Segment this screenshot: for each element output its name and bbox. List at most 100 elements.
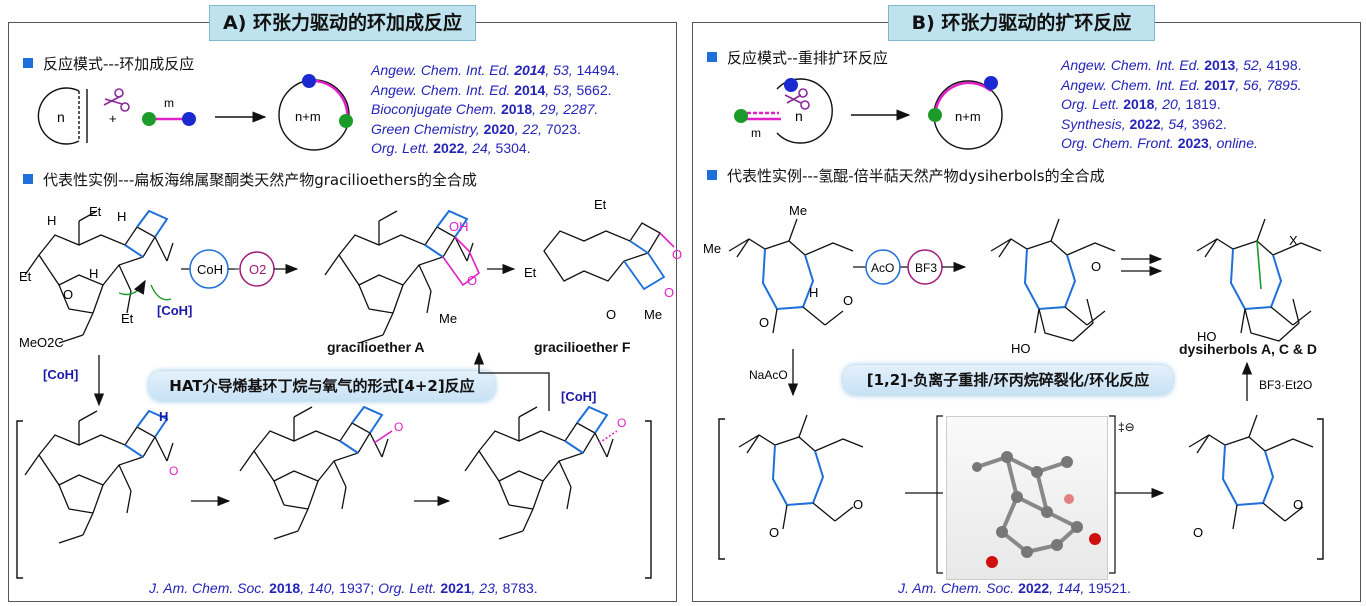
reagent-naaco: NaAcO xyxy=(749,368,788,382)
label-meo2c: MeO2C xyxy=(19,335,64,350)
label-o: O xyxy=(672,247,682,262)
panel-b-bullet-example: 代表性实例---氢醌-倍半萜天然产物dysiherbols的全合成 xyxy=(707,165,1105,186)
label-et: Et xyxy=(19,269,32,284)
label-m: m xyxy=(164,96,174,110)
label-o: O xyxy=(63,287,73,302)
blue-atom xyxy=(182,112,196,126)
reference-item: Angew. Chem. Int. Ed. 2013, 52, 4198. xyxy=(1061,57,1302,73)
bullet-square-icon xyxy=(23,58,33,68)
compound-dysiherbols: dysiherbols A, C & D xyxy=(1179,341,1317,357)
molecule-skeleton-b xyxy=(728,218,854,334)
transition-state-3d-model xyxy=(946,416,1108,580)
reagent-coh-bracket: [CoH] xyxy=(43,367,78,382)
panel-b-citation: J. Am. Chem. Soc. 2022, 144, 19521. xyxy=(898,580,1131,596)
label-o: O xyxy=(169,464,178,478)
bracket-right xyxy=(645,420,652,579)
gracilioether-f-structure: O O O Me Et Et xyxy=(524,197,682,322)
panel-b-title: B) 环张力驱动的扩环反应 xyxy=(888,5,1155,41)
panel-a-reaction-pill: HAT介导烯基环丁烷与氧气的形式[4+2]反应 xyxy=(149,371,495,401)
panel-b-reaction-pill: [1,2]-负离子重排/环丙烷碎裂化/环化反应 xyxy=(843,365,1173,395)
reference-item: Angew. Chem. Int. Ed. 2014, 53, 5662. xyxy=(371,81,612,98)
label-m: m xyxy=(751,126,761,140)
dysiherbols-structure: X HO xyxy=(1196,218,1322,344)
reference-item: Synthesis, 2022, 54, 3962. xyxy=(1061,115,1227,132)
intermediate-1: H O xyxy=(24,409,178,544)
label-o: O xyxy=(467,273,477,288)
label-h: H xyxy=(117,209,126,224)
green-atom xyxy=(928,108,942,122)
compound-gracilioether-a: gracilioether A xyxy=(327,339,425,355)
reference-item: Org. Lett. 2022, 24, 5304. xyxy=(371,140,531,156)
panel-b: B) 环张力驱动的扩环反应 反应模式--重排扩环反应 代表性实例---氢醌-倍半… xyxy=(692,5,1361,602)
label-et: Et xyxy=(524,265,537,280)
label-o: O xyxy=(1293,497,1303,512)
label-h: H xyxy=(159,409,168,424)
label-x: X xyxy=(1289,233,1298,248)
blue-atom xyxy=(302,74,316,88)
reference-item: Org. Chem. Front. 2023, online. xyxy=(1061,135,1258,151)
molecule-skeleton xyxy=(24,209,174,344)
bracket-right xyxy=(1317,418,1324,560)
panel-a-drawing: n + m n+m [CoH] Et Et H H H O Et MeO2C xyxy=(16,74,682,579)
bullet-square-icon xyxy=(707,170,717,180)
bullet-square-icon xyxy=(23,174,33,184)
label-ho: HO xyxy=(1197,329,1217,344)
panel-a-references: Angew. Chem. Int. Ed. 2014, 53, 14494. A… xyxy=(371,61,619,159)
label-transition-state: ‡⊖ xyxy=(1118,420,1135,434)
oxygen-atom xyxy=(986,556,998,568)
reagent-bf3: BF3 xyxy=(915,261,937,275)
label-o: O xyxy=(1091,259,1101,274)
bracket-left xyxy=(718,418,725,560)
label-h: H xyxy=(809,285,818,300)
intermediate-3: O xyxy=(464,406,626,540)
green-atom xyxy=(734,109,748,123)
oxygen-atom xyxy=(1089,533,1101,545)
bracket-left xyxy=(16,420,23,579)
panel-b-bullet-mode: 反应模式--重排扩环反应 xyxy=(707,47,888,68)
label-n: n xyxy=(57,109,65,125)
compound-gracilioether-f: gracilioether F xyxy=(534,339,631,355)
ring-n xyxy=(776,78,833,144)
label-h: H xyxy=(47,213,56,228)
intermediate-2: O xyxy=(239,406,403,540)
blue-atom xyxy=(784,78,798,92)
green-atom xyxy=(339,114,353,128)
label-nm: n+m xyxy=(295,109,321,124)
panel-a: A) 环张力驱动的环加成反应 反应模式---环加成反应 代表性实例---扁板海绵… xyxy=(8,5,682,602)
intermediate-aryl: O HO xyxy=(990,218,1116,356)
label-ho: HO xyxy=(1011,341,1031,356)
panel-a-title: A) 环张力驱动的环加成反应 xyxy=(209,5,476,41)
label-o: O xyxy=(617,416,626,430)
label-me: Me xyxy=(644,307,662,322)
electron-arrows xyxy=(118,279,172,301)
label-et: Et xyxy=(594,197,607,212)
label-me: Me xyxy=(703,241,721,256)
reference-item: Org. Lett. 2018, 20, 1819. xyxy=(1061,96,1221,112)
green-atom xyxy=(142,112,156,126)
reference-item: Angew. Chem. Int. Ed. 2017, 56, 7895. xyxy=(1061,76,1302,93)
reagent-aco-circle xyxy=(865,249,901,285)
label-plus: + xyxy=(109,111,117,126)
reagent-coh: CoH xyxy=(197,262,223,277)
label-o: O xyxy=(394,420,403,434)
reagent-o2: O2 xyxy=(249,262,266,277)
label-oh: OH xyxy=(449,219,469,234)
panel-a-bullet-example: 代表性实例---扁板海绵属聚酮类天然产物gracilioethers的全合成 xyxy=(23,169,477,190)
anion-intermediate-2: O O xyxy=(1188,414,1314,540)
panel-b-references: Angew. Chem. Int. Ed. 2013, 52, 4198. An… xyxy=(1061,56,1302,154)
panel-b-drawing: n m n+m Me Me H O O AcO BF3 O HO xyxy=(703,76,1324,574)
scissors-icon xyxy=(103,88,130,112)
anion-intermediate-1: O O xyxy=(738,414,864,540)
panel-a-bullet-mode: 反应模式---环加成反应 xyxy=(23,53,194,74)
label-o: O xyxy=(769,525,779,540)
label-et: Et xyxy=(121,311,134,326)
reagent-aco: AcO xyxy=(871,261,894,275)
panel-a-citation: J. Am. Chem. Soc. 2018, 140, 1937; Org. … xyxy=(149,580,538,596)
label-et: Et xyxy=(89,204,102,219)
scissors-icon xyxy=(784,88,810,110)
reference-item: Green Chemistry, 2020, 22, 7023. xyxy=(371,120,581,137)
reference-item: Bioconjugate Chem. 2018, 29, 2287. xyxy=(371,101,599,117)
label-o: O xyxy=(1193,525,1203,540)
label-me: Me xyxy=(439,311,457,326)
ball-and-stick-model xyxy=(972,451,1101,568)
